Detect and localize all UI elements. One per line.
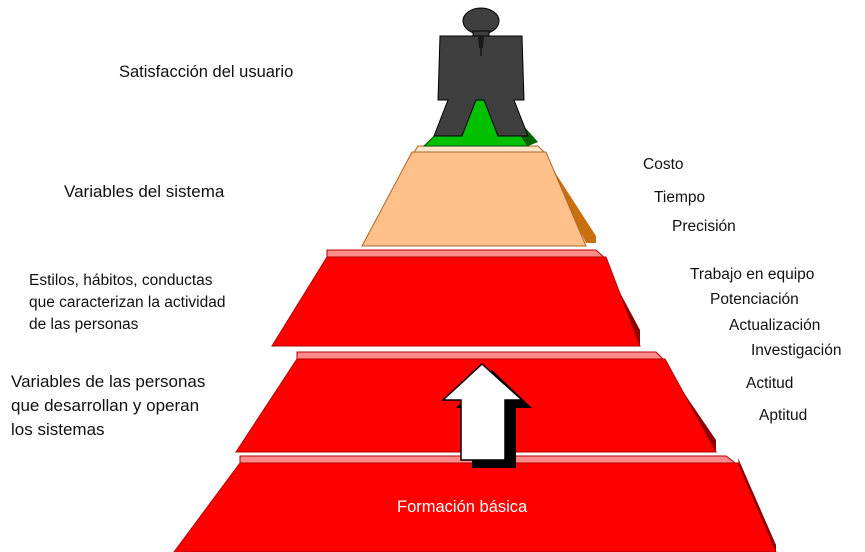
level-label-system: Variables del sistema — [64, 182, 225, 201]
level-label-people: Variables de las personas que desarrolla… — [11, 370, 205, 442]
attribute-costo: Costo — [643, 156, 684, 173]
pyramid-tier-habits — [271, 249, 641, 347]
attribute-actitud: Actitud — [746, 375, 794, 392]
pyramid-tier-system — [361, 145, 596, 247]
base-label-formacion-basica: Formación básica — [397, 498, 528, 516]
pyramid-tier-base — [173, 455, 777, 552]
level-label-people-line-3: los sistemas — [11, 420, 105, 439]
attribute-tiempo: Tiempo — [654, 189, 706, 206]
attribute-investigacion: Investigación — [751, 342, 842, 359]
level-label-habits-line-2: que caracterizan la actividad — [29, 294, 226, 311]
level-label-habits: Estilos, hábitos, conductas que caracter… — [29, 270, 225, 336]
up-arrow-icon — [441, 362, 532, 468]
business-person-icon — [433, 7, 529, 137]
level-label-people-line-1: Variables de las personas — [11, 372, 206, 391]
attribute-precision: Precisión — [672, 218, 736, 235]
attribute-trabajo-en-equipo: Trabajo en equipo — [690, 266, 815, 283]
attribute-potenciacion: Potenciación — [710, 291, 799, 308]
attribute-aptitud: Aptitud — [759, 407, 808, 424]
attribute-actualizacion: Actualización — [729, 317, 821, 334]
level-label-satisfaction: Satisfacción del usuario — [119, 63, 294, 81]
level-label-people-line-2: que desarrollan y operan — [11, 396, 200, 415]
level-label-habits-line-3: de las personas — [29, 316, 139, 333]
level-label-habits-line-1: Estilos, hábitos, conductas — [29, 272, 213, 289]
